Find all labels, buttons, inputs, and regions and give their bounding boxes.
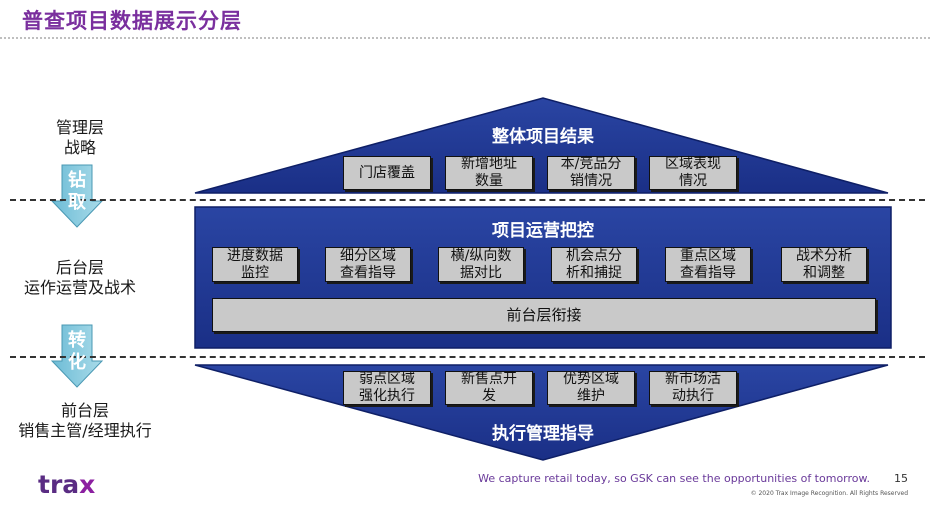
bottom-section-shape (194, 364, 889, 461)
middle-box-2: 细分区域 查看指导 (325, 247, 411, 282)
logo-text: tra (38, 470, 80, 499)
middle-box-1: 进度数据 监控 (212, 247, 298, 282)
top-section-title: 整体项目结果 (492, 127, 594, 147)
divider-upper (10, 199, 925, 201)
arrow-char: 钻 (68, 170, 86, 191)
arrow-label-convert: 转 化 (52, 325, 102, 387)
bottom-box-1: 弱点区域 强化执行 (343, 371, 431, 405)
bottom-box-2: 新售点开 发 (445, 371, 533, 405)
middle-box-4: 机会点分 析和捕捉 (551, 247, 637, 282)
arrow-char: 取 (68, 192, 86, 213)
middle-section-title: 项目运营把控 (492, 221, 594, 241)
top-box-3: 本/竞品分 销情况 (547, 156, 635, 190)
layer-label-line2: 战略 (63, 138, 96, 157)
layer-label-line2: 销售主管/经理执行 (18, 421, 152, 440)
bottom-section-title: 执行管理指导 (492, 424, 594, 444)
trax-logo: trax (38, 470, 95, 499)
layer-label-line1: 后台层 (55, 258, 104, 277)
layer-label-line2: 运作运营及战术 (23, 278, 136, 297)
title-divider (0, 37, 930, 39)
middle-box-3: 横/纵向数 据对比 (438, 247, 524, 282)
bottom-box-3: 优势区域 维护 (547, 371, 635, 405)
top-box-4: 区域表现 情况 (649, 156, 737, 190)
arrow-label-drill: 钻 取 (52, 165, 102, 227)
copyright-text: © 2020 Trax Image Recognition. All Right… (750, 490, 908, 497)
footer-tagline: We capture retail today, so GSK can see … (478, 472, 870, 485)
layer-label-line1: 前台层 (60, 401, 109, 420)
top-box-1: 门店覆盖 (343, 156, 431, 190)
top-box-2: 新增地址 数量 (445, 156, 533, 190)
layer-label-frontend: 前台层 销售主管/经理执行 (5, 401, 165, 441)
middle-box-6: 战术分析 和调整 (781, 247, 867, 282)
divider-lower (10, 356, 925, 358)
layer-label-line1: 管理层 (55, 118, 104, 137)
arrow-drill (50, 164, 104, 228)
arrow-char: 化 (68, 352, 86, 373)
page-number: 15 (894, 472, 908, 485)
page-title: 普查项目数据展示分层 (22, 9, 242, 33)
middle-box-5: 重点区域 查看指导 (665, 247, 751, 282)
logo-x: x (79, 470, 96, 499)
frontend-link-bar: 前台层衔接 (212, 298, 876, 332)
layer-label-management: 管理层 战略 (30, 118, 130, 158)
bottom-box-4: 新市场活 动执行 (649, 371, 737, 405)
arrow-char: 转 (68, 330, 86, 351)
layer-label-backend: 后台层 运作运营及战术 (10, 258, 150, 298)
